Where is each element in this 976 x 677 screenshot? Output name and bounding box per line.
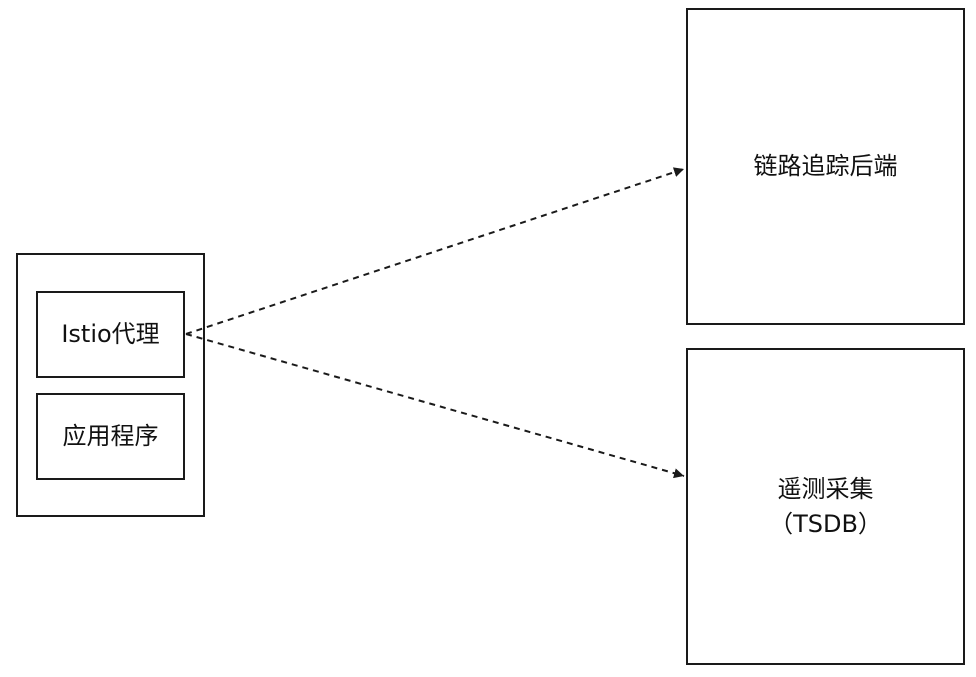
istio-proxy-node[interactable]: Istio代理	[36, 291, 185, 378]
application-label: 应用程序	[62, 422, 159, 451]
telemetry-collection-label: 遥测采集 （TSDB）	[769, 474, 882, 538]
istio-proxy-label: Istio代理	[61, 320, 160, 349]
tracing-backend-node[interactable]: 链路追踪后端	[686, 8, 965, 325]
edge-proxy-to-telemetry	[185, 333, 685, 479]
application-node[interactable]: 应用程序	[36, 393, 185, 480]
tracing-backend-label: 链路追踪后端	[753, 152, 898, 181]
edge-proxy-to-tracing	[185, 167, 685, 335]
telemetry-collection-node[interactable]: 遥测采集 （TSDB）	[686, 348, 965, 665]
